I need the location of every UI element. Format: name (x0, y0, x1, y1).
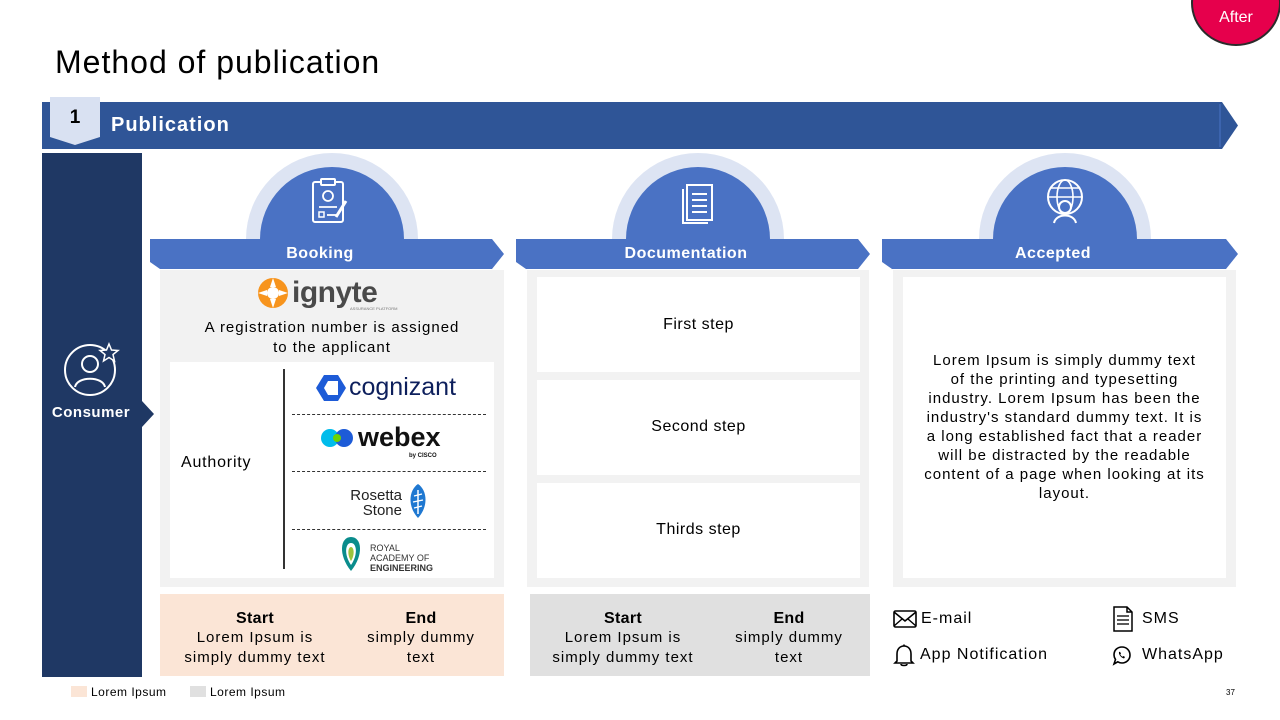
banner-label: Publication (111, 114, 230, 136)
step-label: Thirds step (656, 521, 741, 538)
documentation-title: Documentation (624, 245, 748, 262)
webex-logo-sub: by CISCO (409, 453, 437, 459)
cognizant-logo-icon (316, 375, 346, 401)
page-number: 37 (1226, 688, 1235, 697)
whatsapp-icon (1112, 646, 1131, 666)
accepted-text: Lorem Ipsum is simply dummy text of the … (924, 352, 1205, 502)
legend-label: Lorem Ipsum (210, 685, 286, 699)
accepted-title: Accepted (1014, 245, 1092, 262)
legend-label: Lorem Ipsum (91, 685, 167, 699)
booking-end: End simply dummy text (367, 610, 475, 666)
authority-divider (283, 369, 285, 569)
booking-ribbon (150, 239, 504, 269)
booking-footer (160, 594, 504, 676)
page-title: Method of publication (55, 44, 381, 80)
legend-swatch-gray (190, 686, 206, 697)
documentation-ribbon (516, 239, 870, 269)
envelope-icon (893, 610, 917, 628)
consumer-column (42, 153, 154, 677)
documentation-footer (530, 594, 870, 676)
accepted-ribbon (882, 239, 1238, 269)
step-number-badge (50, 97, 100, 145)
booking-title: Booking (286, 245, 354, 262)
royal-academy-logo-text: ROYAL ACADEMY OF ENGINEERING (370, 543, 434, 573)
consumer-icon (64, 342, 120, 396)
documentation-arc (612, 153, 784, 239)
globe-user-icon (1047, 179, 1083, 224)
step-label: Second step (651, 418, 746, 435)
webex-logo-text: webex (358, 422, 441, 452)
documentation-start: Start Lorem Ipsum is simply dummy text (552, 610, 694, 666)
webex-logo-icon (321, 429, 353, 447)
booking-start: Start Lorem Ipsum is simply dummy text (184, 610, 326, 666)
authority-label: Authority (181, 454, 252, 471)
booking-arc (246, 153, 418, 239)
booking-description: A registration number is assigned to the… (204, 319, 460, 356)
cognizant-logo-text: cognizant (349, 373, 457, 401)
bell-icon (893, 644, 915, 667)
rosetta-stone-logo-icon (410, 484, 426, 518)
ignyte-logo-icon (258, 278, 288, 308)
step-box (537, 277, 860, 372)
ignyte-logo-text: ignyte (292, 276, 378, 309)
clipboard-icon (312, 178, 348, 223)
logo-divider (292, 529, 486, 530)
publication-banner (42, 102, 1238, 149)
after-badge-label: After (1219, 9, 1253, 26)
sms-label: SMS (1142, 610, 1180, 627)
step-box (537, 483, 860, 578)
app-notification-label: App Notification (920, 646, 1049, 663)
logo-divider (292, 471, 486, 472)
step-number: 1 (69, 107, 81, 128)
document-icon (682, 184, 713, 224)
step-box (537, 380, 860, 475)
logo-divider (292, 414, 486, 415)
consumer-label: Consumer (51, 404, 131, 421)
step-label: First step (663, 316, 734, 333)
documentation-end: End simply dummy text (735, 610, 843, 666)
sms-icon (1113, 606, 1133, 632)
accepted-box (903, 277, 1226, 578)
royal-academy-logo-icon (341, 537, 361, 571)
rosetta-stone-logo-text: Rosetta Stone (350, 487, 402, 519)
whatsapp-label: WhatsApp (1142, 646, 1224, 663)
ignyte-logo-sub: ASSURANCE PLATFORM (350, 306, 398, 311)
legend-swatch-peach (71, 686, 87, 697)
email-label: E-mail (921, 610, 973, 627)
